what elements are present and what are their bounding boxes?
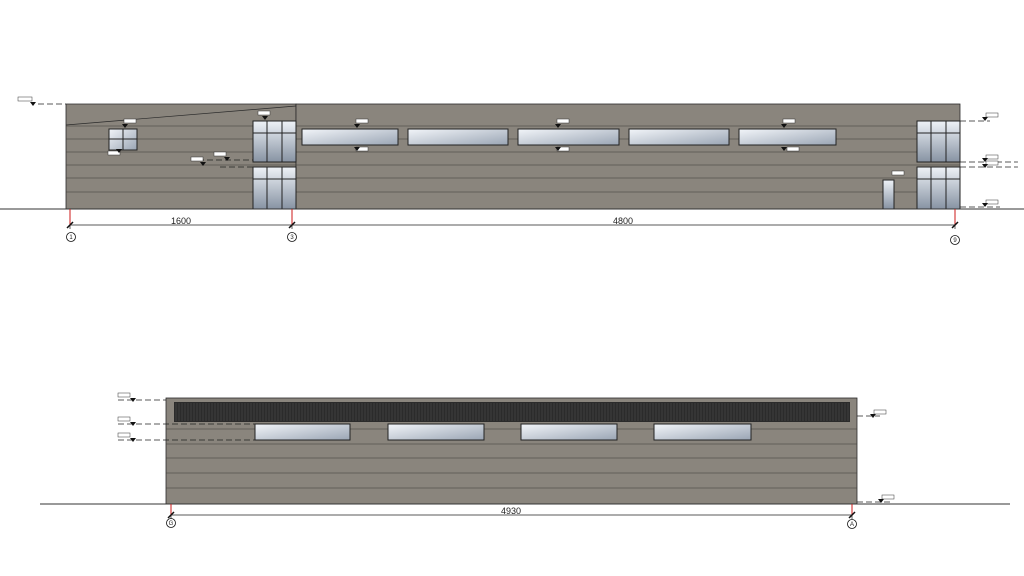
level-arrows-2 xyxy=(130,398,884,503)
strip-windows-2 xyxy=(254,423,752,441)
axis-bubble-g: G xyxy=(166,518,176,528)
level-tags xyxy=(17,96,999,205)
dimension-ticks-2 xyxy=(167,511,856,519)
dimension-ticks-1 xyxy=(66,221,959,229)
axis-bubble-3: 3 xyxy=(287,232,297,242)
svg-text:3: 3 xyxy=(290,235,294,241)
elevation-2: 4930 G A xyxy=(40,392,1010,529)
level-markers-2 xyxy=(118,399,890,503)
svg-text:G: G xyxy=(169,521,174,527)
strip-windows xyxy=(301,128,837,146)
level-arrows xyxy=(30,102,988,207)
svg-text:A: A xyxy=(850,522,854,528)
axis-bubble-a: A xyxy=(847,519,857,529)
small-window xyxy=(108,128,138,151)
dimension-label-4930: 4930 xyxy=(501,506,521,516)
level-tags-2 xyxy=(117,392,895,500)
curtain-wall-left xyxy=(252,120,297,210)
axis-bubble-9: 9 xyxy=(950,235,960,245)
grid-markers-1 xyxy=(69,209,956,226)
svg-text:1: 1 xyxy=(69,235,73,241)
svg-text:9: 9 xyxy=(953,238,957,244)
dimension-label-4800: 4800 xyxy=(613,216,633,226)
entrance-door xyxy=(882,179,895,210)
roof-slope-line xyxy=(65,105,297,126)
louver-slats xyxy=(175,403,849,421)
dimension-label-1600: 1600 xyxy=(171,216,191,226)
dimension-line-1 xyxy=(69,221,956,229)
elevation-1: 1600 4800 1 3 9 xyxy=(0,96,1024,245)
axis-bubble-1: 1 xyxy=(66,232,76,242)
level-markers xyxy=(38,103,1018,208)
facade-main-block xyxy=(295,103,961,210)
